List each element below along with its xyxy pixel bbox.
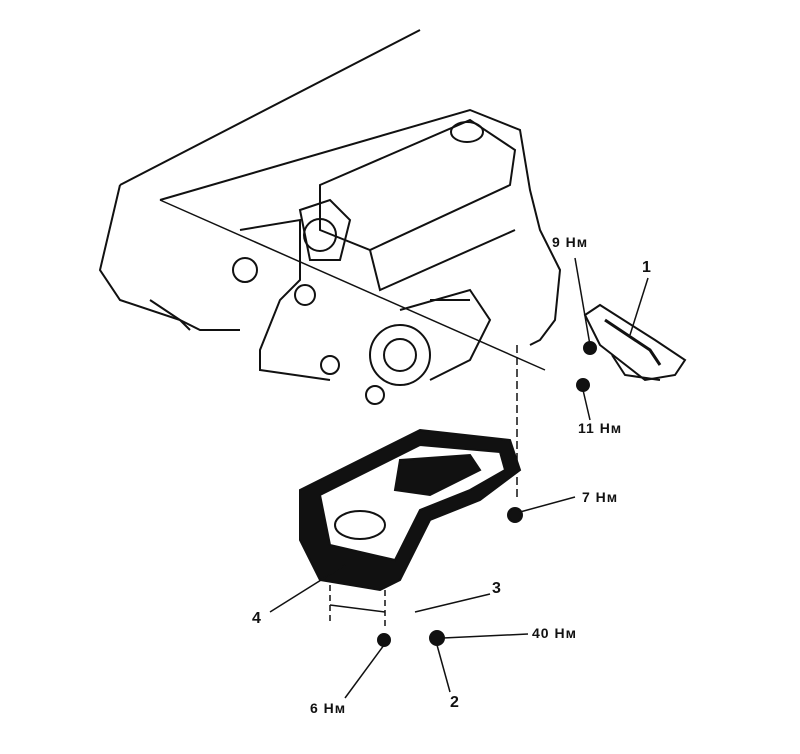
engine-block-outline	[98, 29, 562, 500]
callout-part-3: 3	[492, 580, 502, 597]
cover-plate-part-1	[576, 303, 687, 392]
torque-label-pan-bolt: 7 Нм	[582, 489, 619, 505]
torque-label-pan-nut: 6 Нм	[310, 700, 347, 716]
callout-part-2: 2	[450, 694, 460, 711]
leader-lines	[269, 257, 649, 699]
oil-pan-part-4	[299, 428, 523, 647]
callout-part-4: 4	[252, 610, 262, 627]
torque-label-drain-plug: 40 Нм	[532, 625, 577, 641]
torque-label-bolt-cover-top: 9 Нм	[552, 234, 589, 250]
torque-label-bolt-cover-bottom: 11 Нм	[578, 420, 623, 436]
callout-part-1: 1	[642, 259, 652, 276]
